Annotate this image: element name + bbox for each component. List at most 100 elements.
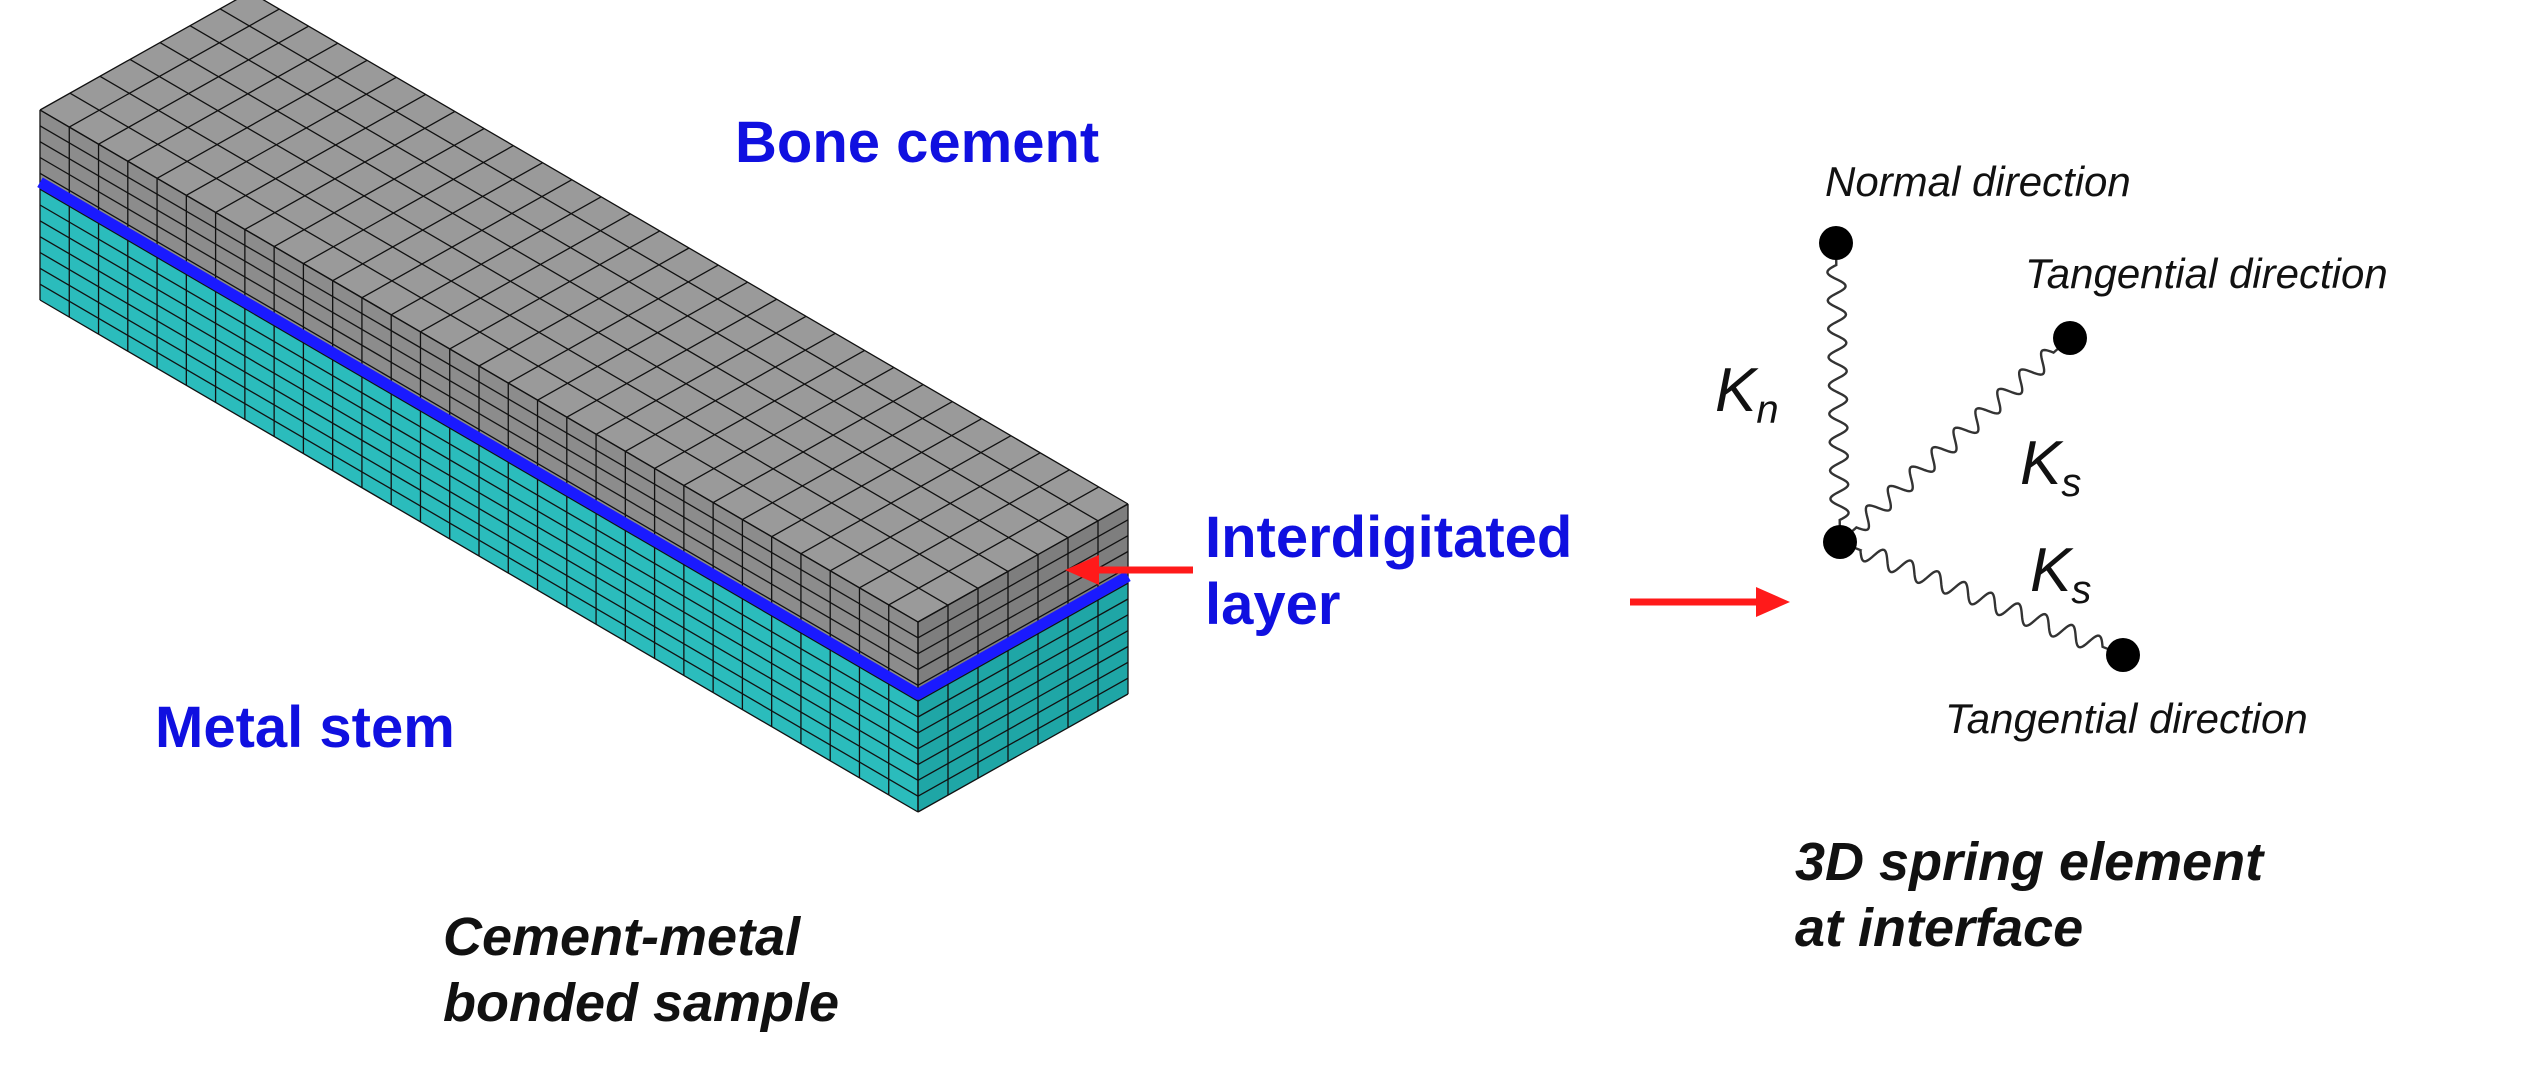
top-grid-depthline [829,452,1041,572]
right-grid-hline [917,693,1129,813]
mesh-block [37,0,1131,813]
top-grid-depthline [683,366,895,487]
spring-caption: 3D spring element at interface [1795,830,2263,962]
right-grid-hline [917,614,1129,734]
top-grid-depthline [566,298,778,418]
top-grid-depthline [537,281,748,401]
interdigitated-layer-band [37,177,1131,700]
kn-subscript: n [1756,388,1779,432]
arrow-to-spring-head [1756,587,1790,617]
right-grid-hline [917,645,1129,766]
front-grid-hline [39,156,919,671]
block-caption-line1: Cement-metal [443,907,801,967]
front-grid-hline [39,141,919,655]
ks-lower-symbol: K [2030,536,2072,605]
top-grid-depthline [420,213,631,333]
block-caption-line2: bonded sample [443,972,840,1033]
right-grid-hline [917,661,1129,781]
tangential-end-node-lower [2106,638,2140,672]
top-grid-depthline [186,76,397,196]
top-grid-depthline [390,196,602,316]
ks-lower-subscript: s [2071,568,2092,612]
top-grid-lengthline [159,42,1039,556]
block-caption: Cement-metal bonded sample [443,905,839,1037]
interdigitated-layer-label: Interdigitated layer [1205,505,1572,638]
top-grid-depthline [595,315,807,435]
top-grid-depthline [98,25,309,145]
top-grid-depthline [156,59,368,179]
right-grid-hline [917,582,1129,702]
top-grid-depthline [68,8,280,128]
top-grid-depthline [888,486,1100,606]
ks-label-lower: Ks [2030,535,2091,613]
top-grid-depthline [244,110,456,231]
right-grid-hline [917,630,1129,750]
top-grid-depthline [859,469,1070,589]
right-face-metal [918,576,1128,812]
tangential-direction-label-top: Tangential direction [2025,250,2388,297]
top-grid-depthline [742,401,953,521]
front-grid-hline [39,299,919,813]
top-grid-depthline [800,435,1012,555]
right-grid-hline [917,519,1129,639]
kn-label: Kn [1715,355,1779,433]
top-grid-lengthline [219,8,1099,522]
front-grid-hline [39,236,919,750]
top-grid-depthline [39,0,238,111]
top-grid-lengthline [262,0,1129,505]
right-grid-hline [917,566,1129,686]
spring-caption-line2: at interface [1795,897,2084,958]
top-grid-depthline [273,127,485,248]
ks-upper-symbol: K [2020,429,2062,498]
ks-upper-subscript: s [2061,461,2082,505]
top-grid-depthline [478,247,690,367]
tangential-spring-upper [1839,337,2071,543]
kn-symbol: K [1715,356,1757,425]
top-grid-depthline [361,179,573,299]
top-grid-lengthline [189,25,1069,539]
top-grid-depthline [303,145,514,265]
front-grid-hline [39,267,919,781]
metal-stem-label: Metal stem [155,695,455,760]
top-grid-depthline [127,42,339,162]
front-grid-hline [39,283,919,797]
top-grid-depthline [771,418,982,538]
tangential-direction-label-bottom: Tangential direction [1945,695,2308,742]
front-grid-hline [39,172,919,686]
bone-cement-label: Bone cement [735,110,1100,175]
spring-caption-line1: 3D spring element [1795,832,2264,892]
top-grid-lengthline [69,92,949,606]
arrow-to-layer [1065,555,1193,585]
top-grid-depthline [712,383,924,504]
top-grid-lengthline [99,75,979,589]
front-grid-hline [39,204,919,718]
arrow-to-layer-head [1065,555,1099,585]
top-grid-depthline [449,230,661,350]
normal-end-node [1819,226,1853,260]
pointer-arrows [1065,555,1790,617]
top-grid-depthline [507,264,719,384]
tangential-end-node-upper [2053,321,2087,355]
arrow-to-spring [1630,587,1790,617]
front-grid-hline [39,125,919,639]
top-face-cement [40,0,1128,622]
front-grid-hline [39,188,919,702]
top-grid-depthline [215,93,426,213]
right-grid-hline [917,677,1129,797]
front-grid-hline [39,251,919,766]
top-grid-depthline [625,332,836,452]
right-grid-hline [917,535,1129,655]
top-grid-depthline [654,349,865,469]
front-grid-hline [39,220,919,734]
normal-direction-label: Normal direction [1825,158,2131,205]
top-grid-lengthline [129,58,1009,572]
tangential-spring-lower [1839,540,2124,657]
top-grid-lengthline [39,109,919,623]
spring-element [1819,226,2140,672]
center-node [1823,525,1857,559]
right-face-cement [918,504,1128,695]
normal-spring [1826,242,1850,543]
interdigitated-label-line1: Interdigitated [1205,505,1573,570]
right-grid-hline [917,503,1129,623]
